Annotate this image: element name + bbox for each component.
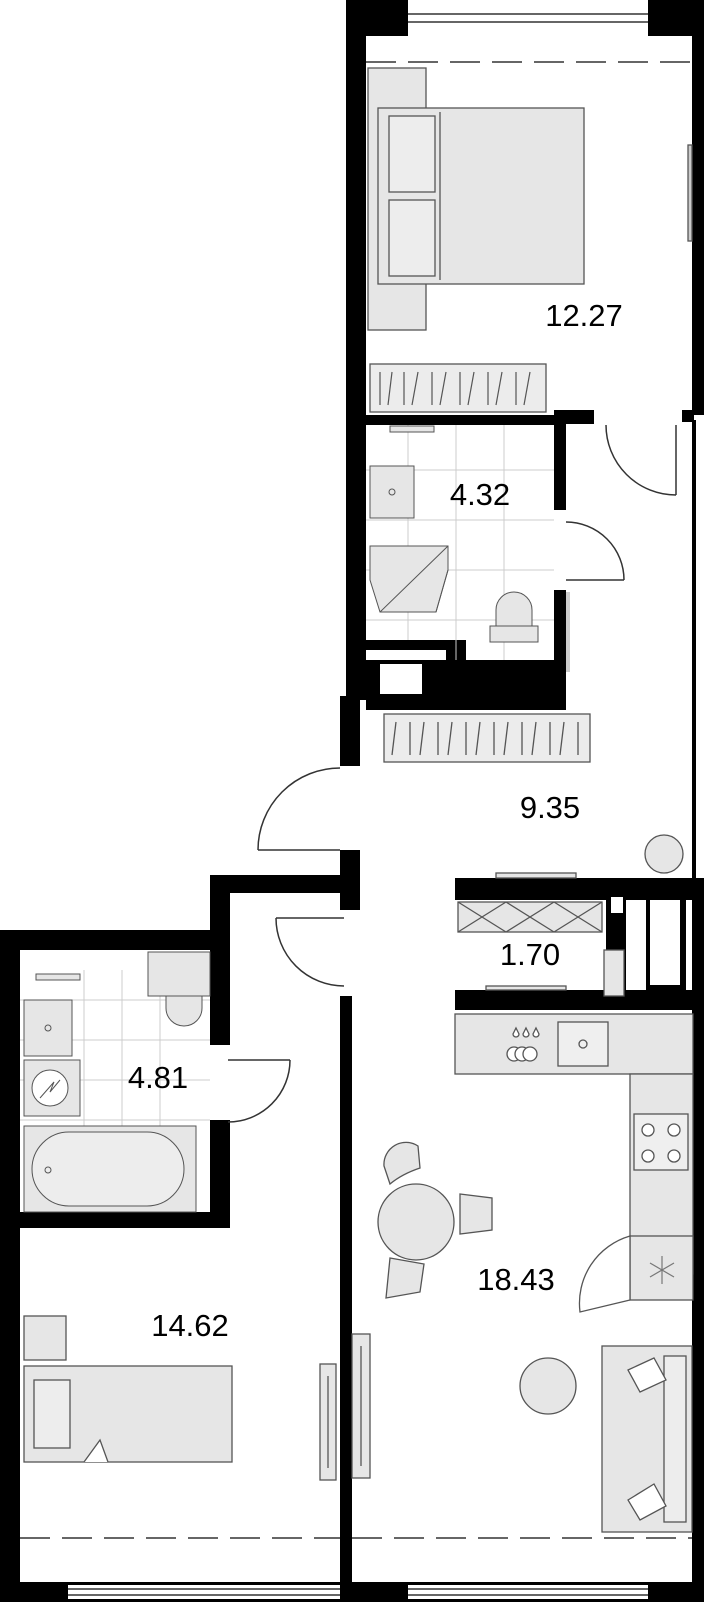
wall-storage-top [455,878,695,900]
wall-top-corner-right [648,0,696,36]
door-arc-bedroom1 [605,424,677,496]
window-bottom-left-opening [68,1585,340,1599]
hall-round-table [644,834,684,874]
fridge-door-arc [578,1235,631,1313]
doors [227,424,677,1123]
wall-top-left [346,0,366,700]
cushion-2 [627,1483,667,1521]
wall-far-left [0,930,20,1602]
area-labels: 12.27 4.32 9.35 1.70 4.81 14.62 18.43 [128,298,623,1343]
dishes-icon [506,1026,540,1062]
wall-door-jamb-right [682,410,694,422]
wall-hall-left-upper [340,696,360,766]
towel-rail-bath1 [389,425,435,433]
chair-top [383,1141,421,1186]
wall-bath2-right-lower [210,1120,230,1220]
towel-rail-bath2 [35,973,81,981]
radiator-hall [566,592,570,672]
window-top-opening [408,3,648,33]
area-label-bathroom-1: 4.32 [450,477,510,512]
area-label-kitchen-living: 18.43 [477,1262,555,1297]
pillow-bed2 [33,1379,71,1449]
wall-storage-bottom [455,990,695,1010]
wall-bath2-top-niche [20,950,138,970]
wall-right-lower [692,878,704,1598]
shower-bath1 [369,545,449,613]
wall-bath2-top [0,930,230,950]
wall-top-right-lower [692,420,696,880]
area-label-bedroom-2: 14.62 [151,1308,229,1343]
wardrobe-bedroom1 [369,363,547,413]
wall-storage-pillar-inner [650,900,680,985]
kitchen-sink [557,1021,609,1067]
stove [633,1113,689,1171]
wall-bath2-bottom [0,1212,230,1228]
cushion-1 [627,1357,667,1393]
storage-vent [485,985,567,991]
bedroom2-furniture [23,1315,337,1481]
area-label-bedroom-1: 12.27 [545,298,623,333]
storage-furniture [457,901,625,997]
coffee-table [519,1357,577,1415]
window-bottom-right-opening [408,1585,648,1599]
chair-right [459,1193,493,1235]
wall-top-right-upper [692,0,704,415]
area-label-hallway: 9.35 [520,790,580,825]
area-label-storage: 1.70 [500,937,560,972]
pillow-1 [388,115,436,193]
area-label-bathroom-2: 4.81 [128,1060,188,1095]
bathroom2-fixtures [20,951,211,1213]
wall-bath2-right-upper [210,935,230,1045]
snowflake-icon [649,1256,675,1284]
door-arc-bath1 [565,521,625,581]
bathroom1-fixtures [366,425,570,672]
wall-niche-1 [380,664,422,694]
toilet-bath2 [165,995,203,1027]
sink-drain-bath1 [388,488,396,496]
windows [20,13,692,1596]
door-arc-bath2 [227,1059,291,1123]
kitchen-living-furniture [351,1013,694,1533]
toilet-tank-bath1 [489,625,539,643]
bedroom1-furniture [367,67,693,413]
door-arc-entrance [257,767,341,851]
wall-bedroom2-top [210,875,360,893]
wall-bedroom1-bottom [366,415,566,425]
toilet-bath1 [495,591,533,627]
wall-bath1-right-upper [554,410,566,510]
toilet-tank-bath2 [147,951,211,997]
wall-top-corner-left [346,0,408,36]
nightstand [23,1315,67,1361]
wall-storage-niche [611,897,623,913]
dining-table [377,1183,455,1261]
radiator-storage-top [495,872,577,879]
wall-center-divider [340,996,352,1602]
wardrobe-hall [383,713,591,763]
sink-bath1 [369,465,415,519]
radiator-bedroom1 [687,144,693,242]
wall-bath1-shelf [466,664,554,674]
chair-bottom [385,1257,425,1299]
wall-bedroom2-top-left [210,875,230,935]
hallway-furniture [383,713,684,879]
wall-bath1-bottom-left [366,640,446,650]
storage-cabinet [603,949,625,997]
sink-bath2 [23,999,73,1057]
stove-burners-icon [641,1123,681,1163]
pillow-2 [388,199,436,277]
door-arc-bedroom2 [275,917,345,987]
